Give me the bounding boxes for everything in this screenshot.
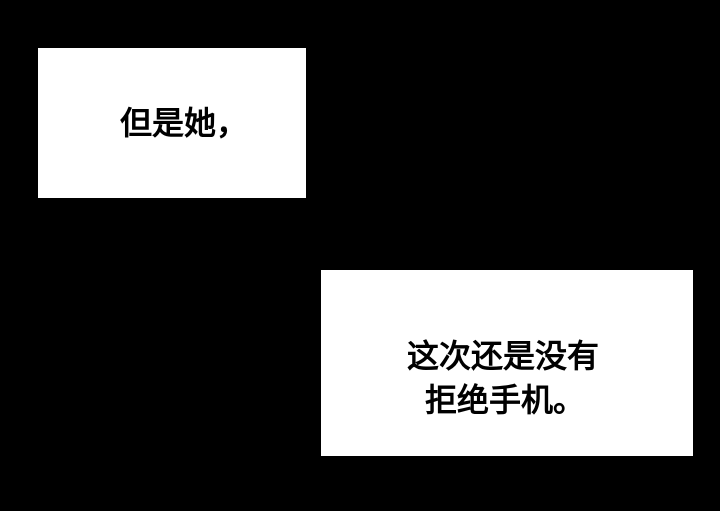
caption-box-2: 这次还是没有 拒绝手机。 (321, 270, 693, 456)
caption-text-2-line-1: 这次还是没有 (407, 337, 600, 375)
caption-box-1: 但是她， (38, 48, 306, 198)
caption-text-2-line-2: 拒绝手机。 (425, 381, 586, 419)
caption-text-1: 但是她， (120, 104, 249, 142)
